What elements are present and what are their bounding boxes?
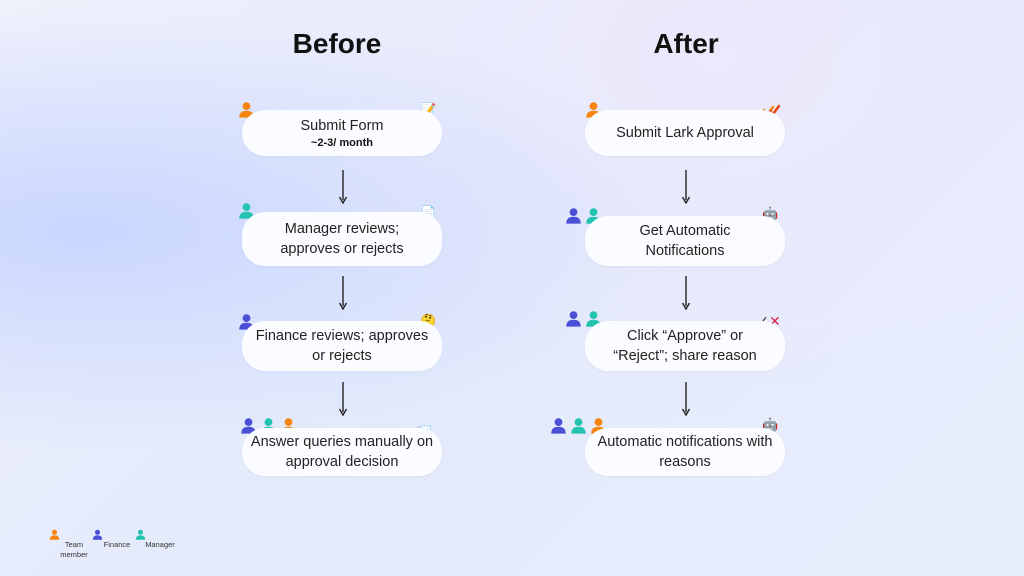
step-text: Click “Approve” or “Reject”; share reaso… — [613, 328, 757, 364]
flow-arrow — [338, 276, 348, 310]
finance-icon — [550, 417, 567, 434]
after-step-submit-approval: Submit Lark Approval — [585, 110, 785, 156]
step-text: Answer queries manually on approval deci… — [250, 434, 434, 470]
flow-arrow — [681, 382, 691, 416]
finance-icon — [565, 310, 582, 327]
step-text: Get Automatic Notifications — [639, 223, 731, 259]
after-title: After — [653, 28, 719, 59]
team-member-icon — [49, 529, 99, 540]
flow-arrow — [681, 276, 691, 310]
flow-arrow — [338, 382, 348, 416]
finance-icon — [565, 207, 582, 224]
before-title: Before — [292, 28, 382, 59]
legend-label: Team member — [60, 540, 88, 559]
before-step-finance-review: Finance reviews; approves or rejects — [242, 321, 442, 371]
legend-item-team-member: Team member — [49, 529, 99, 560]
step-text: Automatic notifications with reasons — [597, 434, 773, 470]
step-text: Submit Form — [300, 118, 384, 134]
flow-arrow — [681, 170, 691, 204]
legend-label: Finance — [103, 540, 131, 549]
step-text: Manager reviews; approves or rejects — [280, 221, 404, 257]
before-step-submit-form: Submit Form ~2-3/ month — [242, 110, 442, 156]
finance-icon — [92, 529, 142, 540]
before-step-answer-queries: Answer queries manually on approval deci… — [242, 428, 442, 476]
manager-icon — [135, 529, 185, 540]
flow-arrow — [338, 170, 348, 204]
step-frequency: ~2-3/ month — [310, 137, 374, 149]
manager-icon — [570, 417, 587, 434]
legend-item-finance: Finance — [92, 529, 142, 550]
legend-label: Manager — [145, 540, 175, 549]
after-step-click-approve: Click “Approve” or “Reject”; share reaso… — [585, 321, 785, 371]
after-step-automatic-notifications: Automatic notifications with reasons — [585, 428, 785, 476]
legend-item-manager: Manager — [135, 529, 185, 550]
step-text: Submit Lark Approval — [616, 125, 754, 141]
step-people — [565, 310, 602, 327]
after-step-notifications: Get Automatic Notifications — [585, 216, 785, 266]
step-text: Finance reviews; approves or rejects — [255, 328, 429, 364]
step-people — [565, 207, 602, 224]
before-step-manager-review: Manager reviews; approves or rejects — [242, 212, 442, 266]
